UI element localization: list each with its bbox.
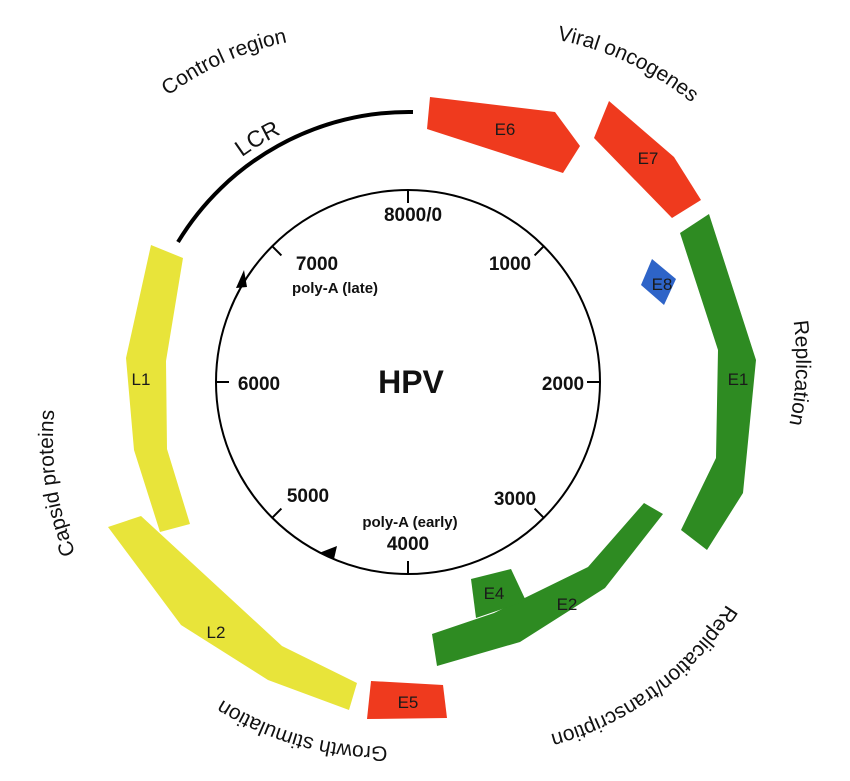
tick-5000 — [271, 507, 283, 519]
gene-label-e8: E8 — [652, 275, 673, 294]
tick-label-4000: 4000 — [387, 534, 429, 555]
gene-block-e2 — [432, 503, 663, 666]
gene-label-e5: E5 — [398, 693, 419, 712]
lcr-label: LCR — [230, 115, 284, 161]
region-label-capsid-proteins: Capsid proteins — [35, 409, 80, 560]
gene-label-e1: E1 — [728, 370, 749, 389]
polya-early-arrow-icon — [319, 546, 337, 559]
tick-label-3000: 3000 — [494, 489, 536, 510]
gene-block-e6 — [427, 97, 580, 173]
tick-label-7000: 7000 — [296, 254, 338, 275]
gene-label-e7: E7 — [638, 149, 659, 168]
region-label-control: Control region — [157, 25, 288, 100]
gene-label-l2: L2 — [207, 623, 226, 642]
tick-7000 — [271, 245, 283, 257]
gene-label-l1: L1 — [132, 370, 151, 389]
region-label-growth-stimulation: Growth stimulation — [213, 695, 388, 764]
gene-label-e2: E2 — [557, 595, 578, 614]
polya-early-label: poly-A (early) — [362, 514, 457, 531]
tick-label-2000: 2000 — [542, 374, 584, 395]
ticks — [216, 190, 600, 574]
gene-block-e8 — [641, 259, 676, 305]
gene-label-e4: E4 — [484, 584, 505, 603]
tick-label-5000: 5000 — [287, 486, 329, 507]
tick-label-1000: 1000 — [489, 254, 531, 275]
tick-label-0: 8000/0 — [384, 205, 442, 226]
tick-1000 — [533, 245, 545, 257]
gene-block-e4 — [471, 569, 526, 618]
region-label-viral-oncogenes: Viral oncogenes — [556, 22, 703, 107]
gene-blocks — [108, 97, 756, 719]
region-label-replication: Replication — [784, 319, 814, 428]
lcr-arc — [176, 109, 414, 244]
center-label: HPV — [378, 364, 444, 400]
polya-late-label: poly-A (late) — [292, 280, 378, 297]
tick-label-6000: 6000 — [238, 374, 280, 395]
gene-block-e7 — [594, 101, 701, 218]
gene-block-l2 — [108, 516, 357, 710]
gene-block-e5 — [367, 681, 447, 719]
gene-block-e1 — [680, 214, 756, 550]
region-label-replication-transcription: Replication/transcription — [549, 601, 742, 751]
polya-late-arrow-icon — [236, 270, 247, 288]
tick-3000 — [533, 507, 545, 519]
gene-block-l1 — [126, 245, 190, 532]
gene-label-e6: E6 — [495, 120, 516, 139]
